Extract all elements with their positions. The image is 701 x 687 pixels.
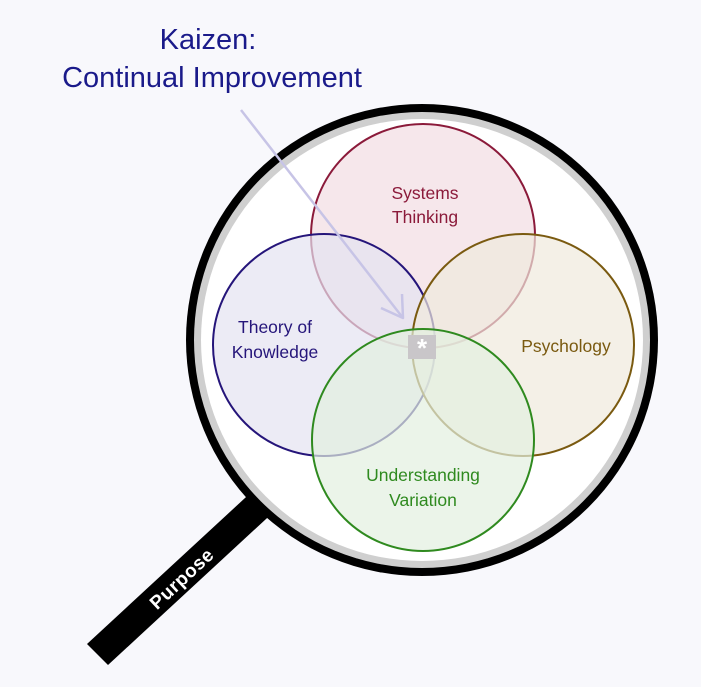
label-knowledge-line-1: Theory of [238, 317, 312, 337]
magnifier-handle: Purpose [87, 486, 279, 665]
pointer-arrow [240, 109, 405, 320]
label-variation-line-1: Understanding [366, 465, 480, 485]
label-systems-line-2: Thinking [392, 207, 458, 227]
label-knowledge-line-2: Knowledge [232, 342, 319, 362]
center-asterisk: * [417, 333, 428, 363]
label-systems-line-1: Systems [391, 183, 458, 203]
label-variation-line-2: Variation [389, 490, 457, 510]
title-line-1: Kaizen: [160, 24, 257, 56]
circle-understanding-variation [311, 328, 535, 552]
title-line-2: Continual Improvement [62, 62, 362, 94]
center-marker: * [408, 333, 436, 363]
label-psychology: Psychology [521, 336, 611, 356]
